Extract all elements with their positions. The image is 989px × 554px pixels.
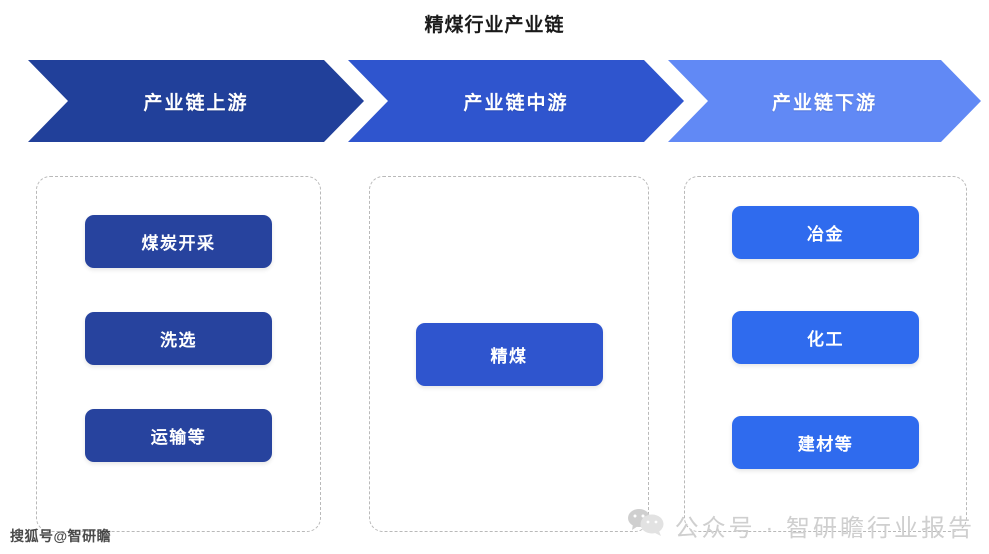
value-chain-banner-row: 产业链上游 产业链中游 产业链下游 bbox=[0, 60, 989, 142]
watermark-sohu: 搜狐号@智研瞻 bbox=[10, 528, 112, 544]
banner-upstream[interactable]: 产业链上游 bbox=[28, 60, 364, 142]
node-transport[interactable]: 运输等 bbox=[85, 409, 272, 462]
node-label: 化工 bbox=[807, 330, 844, 349]
node-label: 精煤 bbox=[490, 346, 528, 366]
node-label: 建材等 bbox=[797, 435, 854, 454]
stage-column-midstream: 精煤 bbox=[369, 176, 649, 532]
banner-downstream-label: 产业链下游 bbox=[771, 92, 877, 114]
wechat-icon bbox=[627, 507, 665, 544]
watermark-wechat: 公众号 · 智研瞻行业报告 bbox=[627, 507, 975, 544]
node-building-materials[interactable]: 建材等 bbox=[732, 416, 919, 469]
banner-downstream[interactable]: 产业链下游 bbox=[668, 60, 981, 142]
node-label: 运输等 bbox=[150, 428, 207, 447]
node-washing[interactable]: 洗选 bbox=[85, 312, 272, 365]
chevron-shape-upstream bbox=[28, 60, 364, 142]
node-coal-mining[interactable]: 煤炭开采 bbox=[85, 215, 272, 268]
node-label: 洗选 bbox=[160, 331, 197, 350]
banner-upstream-label: 产业链上游 bbox=[143, 92, 249, 114]
node-chemical[interactable]: 化工 bbox=[732, 311, 919, 364]
node-label: 煤炭开采 bbox=[141, 234, 216, 253]
stage-column-upstream: 煤炭开采 洗选 运输等 bbox=[36, 176, 321, 532]
node-label: 冶金 bbox=[807, 225, 844, 244]
banner-midstream-label: 产业链中游 bbox=[463, 92, 569, 114]
banner-midstream[interactable]: 产业链中游 bbox=[348, 60, 684, 142]
node-metallurgy[interactable]: 冶金 bbox=[732, 206, 919, 259]
watermark-wechat-label: 公众号 · 智研瞻行业报告 bbox=[674, 515, 975, 542]
stage-column-downstream: 冶金 化工 建材等 bbox=[684, 176, 967, 532]
page-title: 精煤行业产业链 bbox=[424, 15, 565, 36]
chevron-shape-downstream bbox=[668, 60, 981, 142]
node-clean-coal[interactable]: 精煤 bbox=[415, 322, 603, 386]
chevron-shape-midstream bbox=[348, 60, 684, 142]
